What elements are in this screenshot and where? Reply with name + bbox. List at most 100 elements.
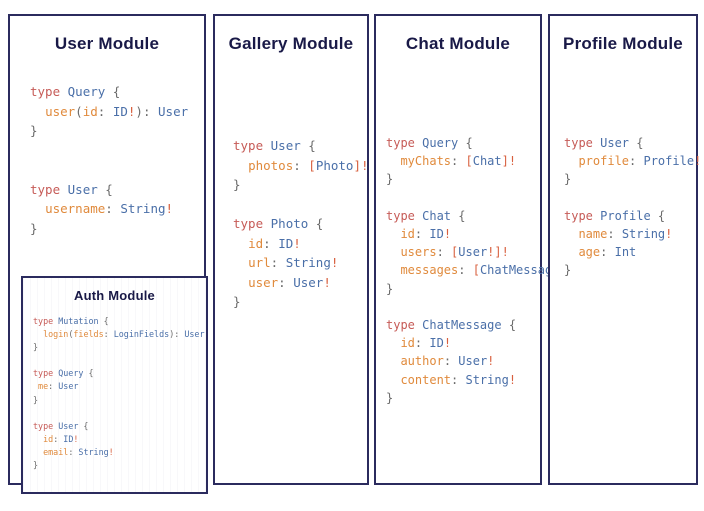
code-token: name: [578, 227, 608, 242]
panel-gallery-module[interactable]: Gallery Module type User { photos: [Phot…: [213, 14, 369, 485]
code-line: photos: [Photo]!: [233, 156, 368, 176]
code-token: [386, 263, 400, 277]
code-line: type Chat {: [386, 207, 540, 225]
code-token: :: [48, 381, 59, 392]
code-token: :: [451, 154, 466, 169]
code-token: String: [285, 255, 331, 270]
code-token: id: [400, 336, 415, 351]
code-token: String: [621, 227, 666, 242]
code-token: username: [45, 201, 106, 216]
code-token: :: [263, 235, 279, 251]
code-token: !: [443, 336, 452, 351]
panel-profile-module[interactable]: Profile Module type User { profile: Prof…: [548, 14, 701, 485]
code-token: !: [487, 245, 495, 260]
code-line: }: [33, 394, 206, 407]
code-line: profile: Profile!: [564, 152, 701, 170]
code-token: author: [400, 354, 444, 369]
code-token: String: [120, 201, 166, 216]
code-token: }: [30, 123, 38, 138]
code-line: }: [386, 170, 540, 188]
code-token: {: [105, 84, 121, 99]
code-token: [386, 154, 400, 168]
code-token: !: [694, 154, 702, 169]
code-token: id: [43, 433, 54, 444]
code-line: name: String!: [564, 225, 696, 243]
code-token: [30, 104, 45, 119]
panel-auth-module-code: type Mutation { login(fields: LoginField…: [33, 315, 206, 472]
code-token: ChatMessage: [479, 263, 560, 278]
code-line: user(id: ID!): User: [30, 102, 204, 122]
code-token: id: [248, 235, 264, 251]
code-token: }: [386, 390, 394, 405]
code-token: !: [508, 372, 517, 387]
code-token: :: [53, 433, 64, 444]
code-token: !: [165, 201, 174, 216]
code-token: type: [564, 136, 601, 150]
code-token: ]: [353, 157, 361, 173]
code-line: id: ID!: [386, 334, 540, 352]
panel-chat-module[interactable]: Chat Module type Query { myChats: [Chat]…: [374, 14, 574, 485]
code-token: !: [293, 235, 301, 251]
code-token: {: [650, 208, 666, 223]
code-token: String: [78, 446, 109, 457]
code-token: user: [45, 103, 76, 119]
code-line: author: User!: [386, 352, 540, 370]
code-token: !: [501, 245, 509, 260]
code-token: User: [270, 138, 301, 153]
code-token: Query: [422, 136, 459, 150]
panel-chat-module-title: Chat Module: [405, 34, 511, 53]
code-token: :: [436, 245, 452, 260]
code-token: (: [75, 103, 83, 119]
code-token: [233, 275, 248, 290]
code-token: type: [386, 136, 423, 150]
code-token: [233, 158, 248, 173]
code-token: User: [293, 274, 324, 290]
code-token: [386, 227, 400, 241]
code-line: }: [233, 292, 367, 312]
code-token: :: [607, 227, 622, 242]
code-line: age: Int: [564, 243, 696, 261]
code-line: content: String!: [386, 371, 540, 389]
code-line: type Query {: [30, 82, 204, 102]
panel-gallery-module-title: Gallery Module: [228, 34, 354, 53]
code-token: User: [458, 354, 488, 369]
code-token: ID: [278, 235, 294, 251]
code-token: :: [278, 274, 294, 290]
code-line: type User {: [33, 420, 206, 433]
panel-user-module[interactable]: User Module type Query { user(id: ID!): …: [8, 14, 208, 494]
code-token: LoginFields: [113, 329, 170, 340]
code-line: myChats: [Chat]!: [386, 152, 540, 170]
code-token: !: [508, 154, 517, 169]
code-token: {: [83, 368, 94, 379]
code-token: }: [33, 342, 39, 353]
code-token: [564, 154, 578, 168]
code-token: [33, 329, 43, 339]
code-token: {: [97, 181, 113, 197]
code-token: [233, 236, 248, 251]
code-token: ID: [63, 433, 74, 444]
code-token: }: [564, 263, 572, 278]
code-line: [30, 141, 204, 161]
code-token: [: [451, 245, 459, 260]
code-token: User: [158, 103, 189, 119]
code-token: [: [465, 154, 473, 169]
code-line: [386, 298, 540, 316]
panel-auth-module[interactable]: Auth Module type Mutation { login(fields…: [21, 276, 208, 494]
code-line: [564, 189, 696, 207]
code-token: {: [501, 318, 517, 333]
code-token: type: [233, 138, 271, 153]
code-token: Photo: [270, 216, 309, 231]
code-token: {: [98, 316, 109, 326]
code-token: Profile: [600, 208, 651, 223]
code-token: login: [43, 329, 69, 340]
code-token: User: [58, 381, 79, 392]
code-token: :: [68, 446, 79, 457]
code-line: id: ID!: [33, 433, 206, 446]
code-token: !: [73, 433, 79, 444]
code-line: type Mutation {: [33, 315, 206, 328]
code-token: users: [400, 245, 437, 260]
code-line: }: [564, 261, 696, 279]
code-line: url: String!: [233, 253, 367, 273]
code-token: :: [600, 245, 615, 260]
